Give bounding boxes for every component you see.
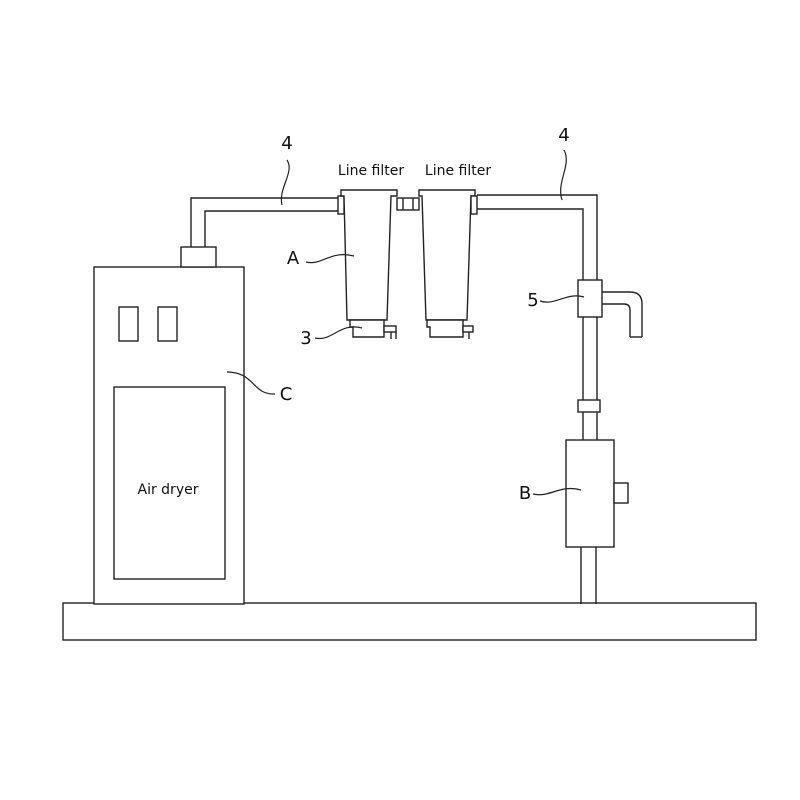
filter-connector bbox=[396, 197, 420, 211]
leader-filter-a bbox=[305, 254, 355, 264]
air-dryer-panel bbox=[113, 386, 226, 580]
base-platform bbox=[62, 602, 757, 641]
filter-left-label: Line filter bbox=[338, 163, 404, 179]
leader-dryer-c bbox=[226, 371, 276, 395]
pipe-right bbox=[477, 194, 598, 604]
air-dryer-switch-right bbox=[157, 306, 178, 342]
device-b bbox=[565, 439, 629, 548]
leader-pipe-right bbox=[560, 149, 567, 201]
ref-tee-5: 5 bbox=[527, 290, 538, 311]
ref-device-b: B bbox=[519, 483, 531, 504]
air-dryer-outlet-block bbox=[180, 246, 217, 268]
leader-tee-5 bbox=[539, 295, 585, 303]
pipe-left bbox=[190, 197, 340, 247]
leader-device-b bbox=[532, 488, 582, 496]
ref-drain-3: 3 bbox=[300, 328, 311, 349]
pipe-coupling bbox=[577, 399, 601, 413]
air-dryer-switch-left bbox=[118, 306, 139, 342]
ref-pipe-right: 4 bbox=[558, 125, 569, 146]
leader-drain-3 bbox=[314, 326, 363, 340]
leader-pipe-left bbox=[280, 159, 290, 206]
line-filter-left: Line filter bbox=[337, 163, 404, 339]
drain-valve-right bbox=[462, 325, 474, 333]
ref-pipe-left: 4 bbox=[281, 133, 292, 154]
line-filter-right: Line filter bbox=[418, 163, 491, 339]
tee-fitting bbox=[577, 279, 643, 338]
air-dryer-unit: Air dryer bbox=[93, 246, 245, 605]
filter-right-label: Line filter bbox=[425, 163, 491, 179]
ref-filter-a: A bbox=[287, 248, 300, 269]
ref-dryer-c: C bbox=[280, 384, 293, 405]
air-dryer-label: Air dryer bbox=[138, 482, 199, 498]
drain-valve-left bbox=[383, 325, 397, 333]
